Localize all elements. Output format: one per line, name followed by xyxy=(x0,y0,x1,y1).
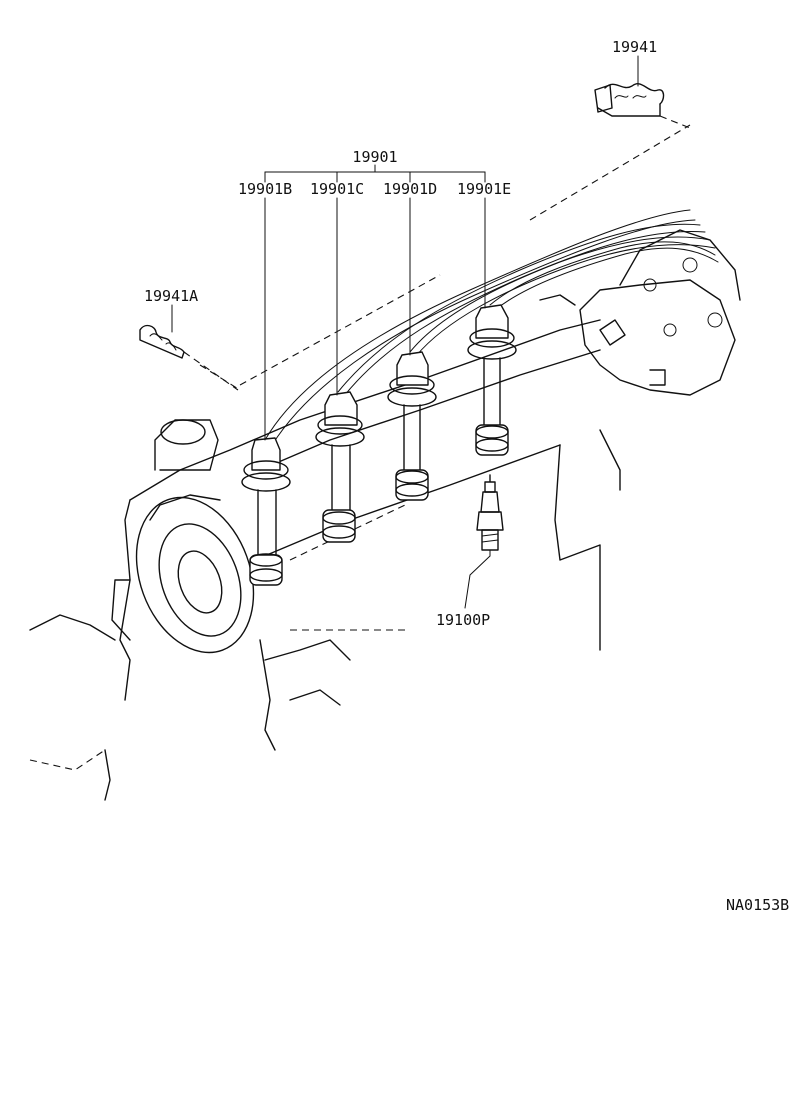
plug-boot-e xyxy=(467,304,517,456)
clamp-19941A xyxy=(139,324,185,359)
label-wire-set: 19901 xyxy=(352,148,397,166)
clamp-19941 xyxy=(594,83,665,117)
plug-boot-c xyxy=(315,391,365,543)
label-spark-plug: 19100P xyxy=(436,611,490,629)
plug-boot-b xyxy=(241,437,291,586)
label-wire-e: 19901E xyxy=(457,180,511,198)
label-figure-code: NA0153B xyxy=(726,896,789,914)
label-clamp: 19941 xyxy=(612,38,657,56)
ignition-wires xyxy=(264,209,719,446)
label-wire-b: 19901B xyxy=(238,180,292,198)
leader-lines xyxy=(171,55,691,609)
crank-pulley xyxy=(135,494,255,654)
label-wire-c: 19901C xyxy=(310,180,364,198)
plug-boot-d xyxy=(387,351,437,501)
label-wire-d: 19901D xyxy=(383,180,437,198)
label-clamp-a: 19941A xyxy=(144,287,198,305)
engine-block xyxy=(29,124,691,801)
distributor xyxy=(539,229,741,396)
spark-plug xyxy=(476,474,504,557)
